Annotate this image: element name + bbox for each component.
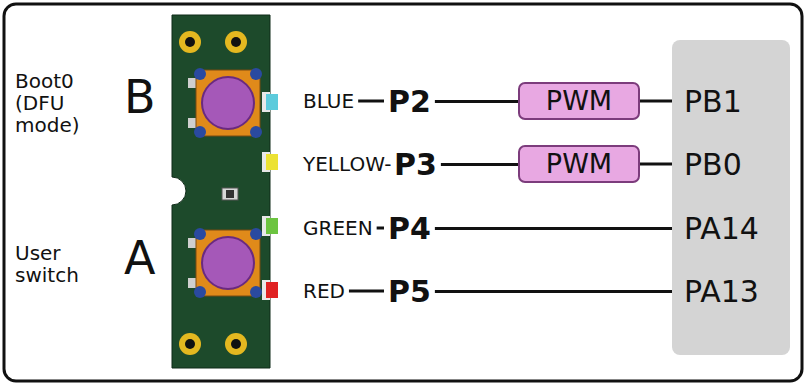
wire <box>358 100 384 103</box>
outer-frame <box>4 4 802 381</box>
switch-letter: A <box>124 233 155 284</box>
switch-letter: B <box>124 72 156 123</box>
wires <box>349 101 672 292</box>
connector-line <box>640 163 672 166</box>
connector <box>640 164 672 165</box>
pwm-box: PWM <box>518 145 640 183</box>
led-color: RED <box>303 280 345 302</box>
leds <box>262 92 278 300</box>
led-color: BLUE <box>303 90 354 112</box>
pin-name: PB0 <box>684 148 742 181</box>
button-a <box>188 228 262 298</box>
pin-label: P4 <box>388 212 431 245</box>
wire <box>441 163 518 166</box>
connector-line <box>640 100 672 103</box>
block-label: PWM <box>546 149 612 179</box>
pcb-board <box>172 15 270 368</box>
pin-name: PA13 <box>684 275 759 308</box>
pin-panel: PB1PB0PA14PA13 <box>672 40 790 355</box>
pwm-box: PWM <box>518 82 640 120</box>
switch-label: User switch <box>15 242 93 286</box>
wire <box>377 227 384 230</box>
pin-name: PB1 <box>684 85 742 118</box>
smd-part <box>222 188 238 200</box>
pin-label: P2 <box>388 85 431 118</box>
wire <box>435 290 672 293</box>
block-label: PWM <box>546 86 612 116</box>
pin-label: P5 <box>388 275 431 308</box>
led-color: GREEN <box>303 217 373 239</box>
button-b <box>188 68 262 138</box>
wire <box>349 290 384 293</box>
connector <box>640 101 672 102</box>
pin-label: P3 <box>394 148 437 181</box>
led-color: YELLOW- <box>303 153 391 175</box>
wire <box>435 227 672 230</box>
mode-label: Boot0 (DFU mode) <box>15 70 93 136</box>
pin-name: PA14 <box>684 212 759 245</box>
wire <box>435 100 518 103</box>
